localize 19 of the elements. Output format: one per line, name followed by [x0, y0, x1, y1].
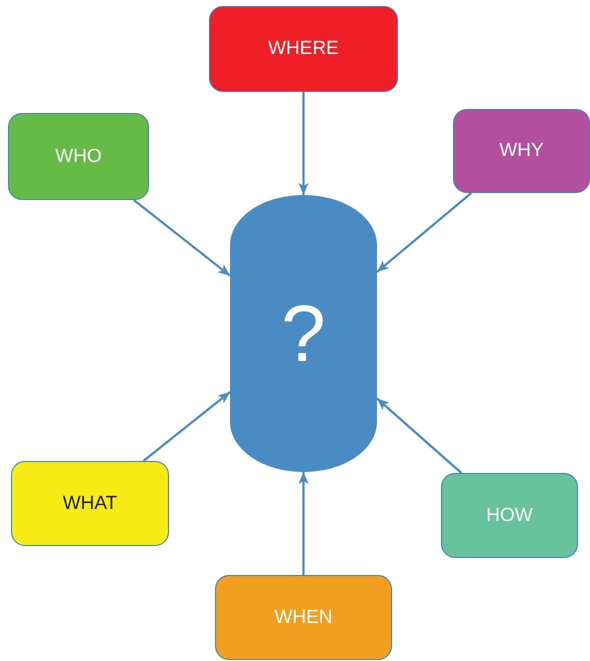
arrow: [376, 398, 462, 474]
arrow: [298, 472, 308, 575]
question-mark: ?: [281, 288, 326, 380]
arrow: [133, 199, 231, 277]
node-label: WHEN: [274, 606, 333, 628]
question-box: [453, 109, 590, 193]
question-box: [11, 461, 169, 546]
question-box: [8, 113, 149, 200]
arrow: [298, 92, 308, 195]
node-label: WHERE: [268, 38, 339, 60]
arrow: [142, 391, 231, 462]
node-label: WHY: [499, 140, 544, 162]
node-label: WHO: [55, 146, 102, 168]
question-box: [209, 6, 398, 92]
node-label: HOW: [486, 504, 533, 526]
question-box: [441, 473, 578, 558]
question-box: [215, 575, 392, 660]
arrow: [376, 192, 472, 273]
node-label: WHAT: [62, 492, 118, 514]
